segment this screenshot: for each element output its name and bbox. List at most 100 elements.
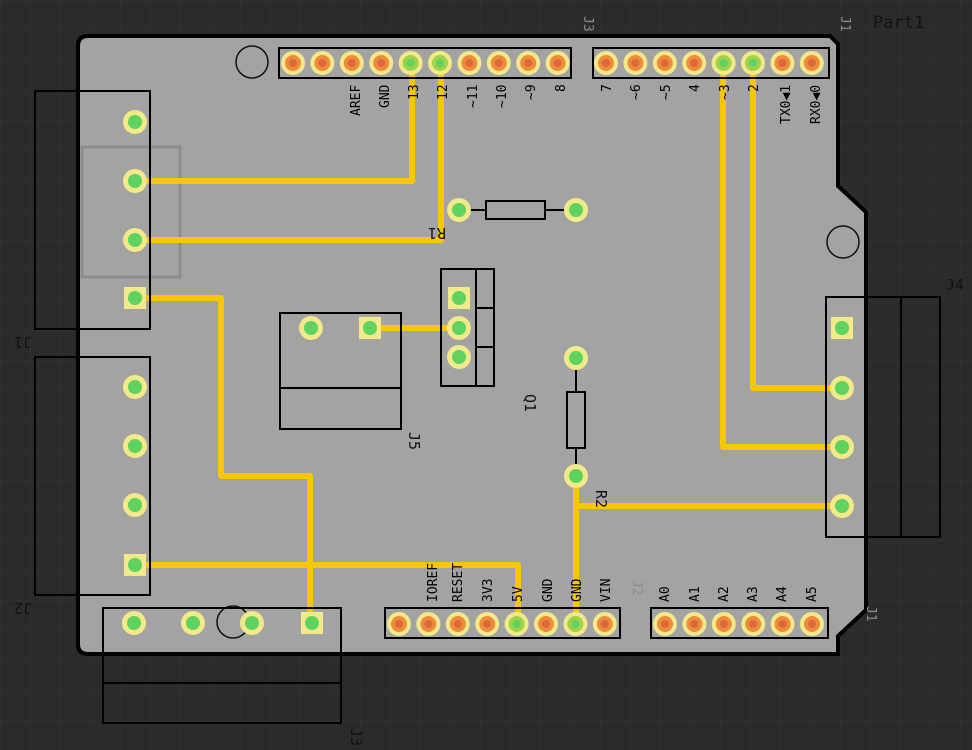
top-header-label: 12 (436, 84, 451, 100)
j2-label: J2 (14, 599, 32, 617)
top-header-label: 4 (688, 84, 703, 92)
j2-outline (34, 356, 151, 596)
header-pin (682, 612, 707, 636)
header-pin (741, 612, 766, 636)
header-pin (281, 51, 305, 75)
header-pin (799, 51, 824, 75)
pad (301, 612, 323, 634)
silk-j3-top: J3 (580, 16, 595, 32)
header-pin (741, 51, 765, 75)
header-pin (457, 51, 482, 75)
top-header-label: 7 (600, 84, 615, 92)
bottom-header-label: A1 (688, 586, 703, 602)
top-header-label: TX0◀1 (779, 85, 794, 124)
bottom-header-label: 5V (511, 586, 526, 602)
header-pin (534, 612, 558, 636)
trace (720, 61, 845, 450)
header-pin (711, 51, 736, 75)
bottom-header-label: GND (570, 578, 585, 602)
trace (132, 61, 415, 184)
r2-label: R2 (592, 490, 610, 508)
bottom-header-left (384, 607, 621, 639)
top-header-label: 2 (747, 84, 762, 92)
bottom-header-label: VIN (599, 579, 614, 602)
trace (132, 562, 521, 626)
header-pin (310, 51, 335, 75)
bottom-header-right (650, 607, 829, 639)
header-pin (770, 51, 795, 75)
silk-j1-bottom: J1 (863, 606, 878, 622)
pad (124, 554, 146, 576)
top-header-label: ~9 (524, 84, 539, 100)
bottom-header-label: GND (541, 578, 556, 602)
header-pin (770, 612, 795, 636)
pad (123, 375, 147, 399)
top-header-label: RX0◀0 (809, 85, 824, 124)
top-header-label: ~10 (495, 85, 510, 108)
pad (564, 198, 588, 222)
r1-label: R1 (428, 224, 446, 242)
j4-label: J4 (946, 276, 964, 294)
top-header-left (278, 47, 572, 79)
pad (359, 317, 381, 339)
header-pin (387, 612, 411, 636)
header-pin (428, 51, 452, 75)
header-pin (545, 51, 570, 75)
silk-j2-bottom: J2 (629, 580, 644, 596)
header-pin (445, 612, 470, 636)
pcb-board (76, 34, 868, 656)
top-header-label: ~6 (629, 84, 644, 100)
header-pin (592, 612, 617, 636)
header-pin (398, 51, 423, 75)
bottom-header-label: A2 (717, 586, 732, 602)
silk-j1-top-right: J1 (837, 16, 852, 32)
header-pin (653, 612, 677, 636)
header-pin (800, 612, 824, 636)
header-pin (563, 612, 588, 636)
pad (448, 287, 470, 309)
bottom-header-label: A3 (746, 586, 761, 602)
top-header-label: 8 (554, 84, 569, 92)
top-header-label: ~5 (659, 84, 674, 100)
q1-outline (440, 268, 495, 387)
pad (123, 434, 147, 458)
header-pin (711, 612, 736, 636)
pad (240, 611, 264, 635)
trace (750, 61, 845, 391)
pad (830, 494, 854, 518)
bottom-header-label: A0 (658, 586, 673, 602)
bottom-header-label: IOREF (426, 563, 441, 602)
header-pin (516, 51, 541, 75)
j5-outline (279, 312, 402, 430)
header-pin (369, 51, 394, 75)
header-pin (594, 51, 618, 75)
pad (447, 198, 471, 222)
pad (124, 287, 146, 309)
pad (447, 345, 471, 369)
traces (132, 61, 845, 626)
top-header-label: ~3 (718, 84, 733, 100)
j5-label: J5 (405, 432, 423, 450)
top-header-label: 13 (407, 84, 422, 100)
header-pin (652, 51, 677, 75)
trace (132, 61, 444, 243)
j3-outline (102, 607, 342, 724)
header-pin (475, 612, 500, 636)
top-header-label: GND (378, 84, 393, 108)
pad (564, 464, 588, 488)
top-header-label: AREF (349, 85, 364, 116)
header-pin (416, 612, 441, 636)
pad (122, 611, 146, 635)
pad (830, 376, 854, 400)
silkscreen-outline (80, 145, 182, 279)
bottom-header-label: 3V3 (481, 579, 496, 602)
pad (123, 110, 147, 134)
pad (123, 228, 147, 252)
pad (299, 316, 323, 340)
pad (181, 611, 205, 635)
header-pin (339, 51, 364, 75)
bottom-header-label: A4 (775, 586, 790, 602)
j1-label: J1 (14, 333, 32, 351)
